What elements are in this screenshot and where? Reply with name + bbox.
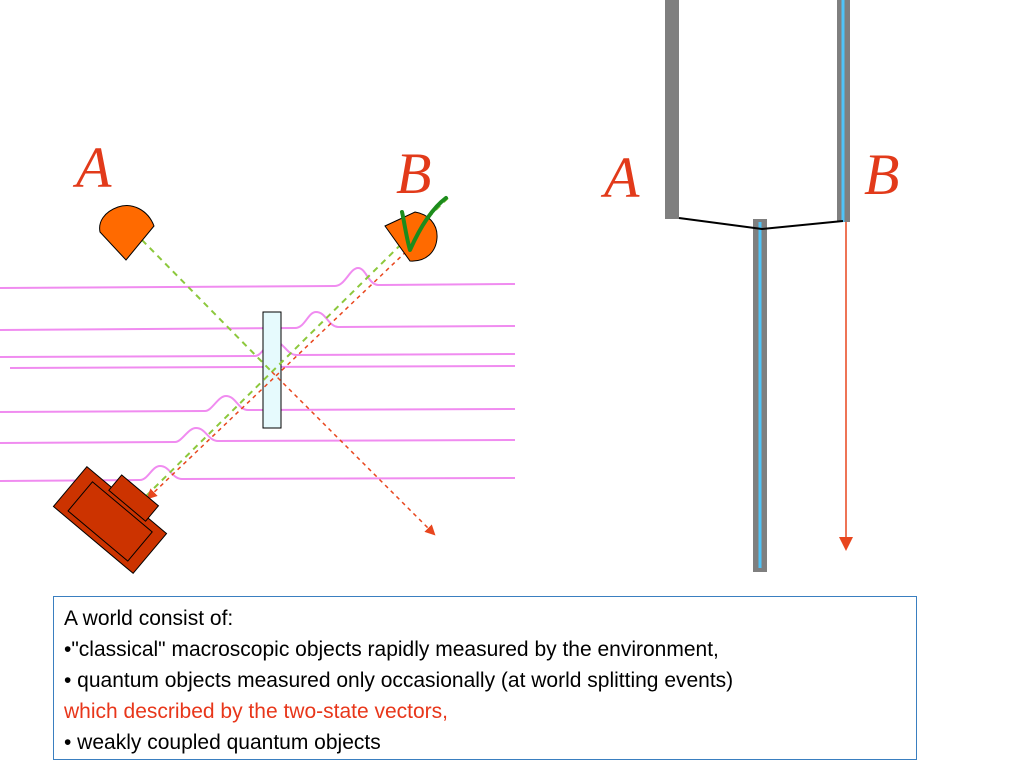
environment-line	[0, 340, 516, 358]
environment-line	[0, 394, 516, 413]
environment-lines	[0, 266, 516, 482]
description-box: A world consist of: •"classical" macrosc…	[53, 596, 917, 760]
label-A-left: A	[72, 135, 112, 200]
red-beam-to-bottom-right	[271, 371, 436, 536]
description-line: • weakly coupled quantum objects	[64, 731, 381, 754]
environment-line	[0, 266, 516, 289]
red-beams	[146, 245, 436, 536]
red-arrowhead	[839, 537, 853, 551]
check-mark-icon	[400, 196, 448, 252]
description-line: • quantum objects measured only occasion…	[64, 669, 734, 692]
beam-splitter	[262, 311, 282, 429]
green-beam-from-B	[141, 197, 449, 501]
description-line: A world consist of:	[64, 607, 234, 630]
green-beams	[141, 197, 449, 501]
connector	[678, 217, 844, 231]
label-B-left: B	[396, 141, 431, 206]
label-B-right: B	[864, 142, 899, 207]
two-state-vector-panel: A B	[600, 0, 899, 572]
environment-line	[0, 426, 516, 444]
environment-line	[0, 464, 516, 482]
label-A-right: A	[600, 145, 640, 210]
green-beam-from-A	[141, 239, 273, 373]
camera-icon	[52, 465, 168, 575]
description-line: •"classical" macroscopic objects rapidly…	[64, 638, 719, 661]
detector-icon	[99, 205, 155, 261]
description-line-highlight: which described by the two-state vectors…	[64, 700, 449, 723]
red-beam-to-camera	[146, 245, 413, 500]
environment-line	[0, 310, 516, 331]
bar-A	[665, 0, 679, 219]
